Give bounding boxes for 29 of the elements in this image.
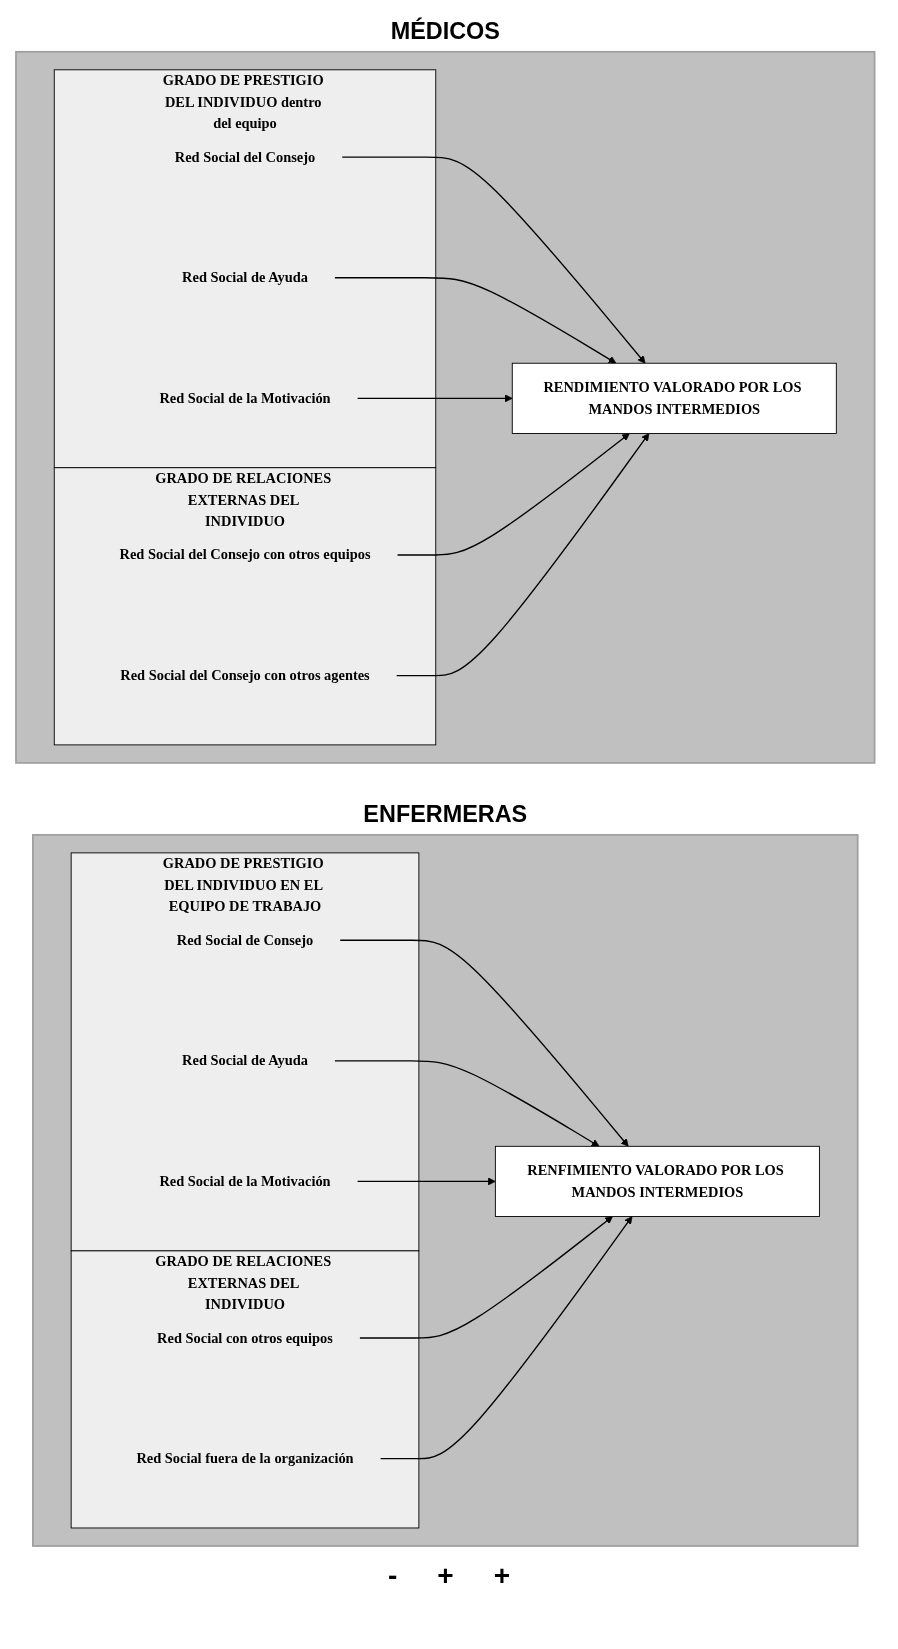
arrow — [379, 1216, 633, 1460]
node-text: Red Social con otros equipos — [156, 1329, 333, 1346]
sign-label: + — [437, 1560, 454, 1592]
node-text: Red Social del Consejo — [174, 149, 315, 165]
node-text: Red Social de Consejo — [176, 932, 313, 948]
node-text: Red Social fuera de la organización — [136, 1450, 354, 1466]
node-text: Red Social de la Motivación — [159, 1173, 331, 1189]
arrow — [339, 939, 629, 1147]
node-box: RENDIMIENTO VALORADO POR LOS MANDOS INTERMEDIOS — [511, 362, 837, 434]
arrow — [356, 1177, 496, 1186]
sign-label: - — [387, 1560, 398, 1592]
arrow — [395, 433, 649, 677]
arrow — [341, 156, 646, 364]
cluster — [14, 50, 876, 764]
node-text: Red Social de la Motivación — [159, 390, 331, 406]
arrow — [396, 433, 630, 556]
node-label: ENFERMERAS — [363, 800, 527, 828]
node-text: Red Social de Ayuda — [181, 1052, 308, 1069]
sign-label: + — [493, 1560, 510, 1592]
arrow — [358, 1216, 613, 1339]
arrow — [333, 1060, 600, 1147]
node-text: Red Social del Consejo con otros agentes — [120, 667, 370, 683]
arrow — [333, 277, 617, 364]
cluster — [31, 834, 859, 1547]
node-text: Red Social del Consejo con otros equipos — [119, 546, 371, 563]
node-label: MÉDICOS — [390, 17, 500, 45]
node-text: Red Social de Ayuda — [181, 269, 308, 285]
arrow — [356, 394, 513, 403]
node-box: RENFIMIENTO VALORADO POR LOS MANDOS INTERMEDIOS — [494, 1145, 820, 1217]
